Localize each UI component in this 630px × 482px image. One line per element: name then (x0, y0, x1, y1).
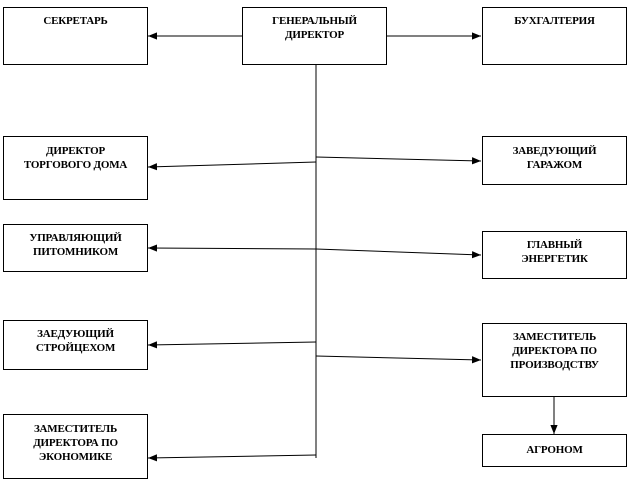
node-garage-head: ЗАВЕДУЮЩИЙ ГАРАЖОМ (482, 136, 627, 185)
node-nursery-manager: УПРАВЛЯЮЩИЙ ПИТОМНИКОМ (3, 224, 148, 272)
node-deputy-production-label: ЗАМЕСТИТЕЛЬ ДИРЕКТОРА ПО ПРОИЗВОДСТВУ (510, 331, 599, 371)
node-deputy-production: ЗАМЕСТИТЕЛЬ ДИРЕКТОРА ПО ПРОИЗВОДСТВУ (482, 323, 627, 397)
node-general-director-label: ГЕНЕРАЛЬНЫЙ ДИРЕКТОР (272, 15, 357, 41)
edge-gd-torg (147, 161, 317, 171)
node-agronomist: АГРОНОМ (482, 434, 627, 467)
node-deputy-economics: ЗАМЕСТИТЕЛЬ ДИРЕКТОРА ПО ЭКОНОМИКЕ (3, 414, 148, 479)
node-agronomist-label: АГРОНОМ (526, 444, 583, 456)
node-secretary: СЕКРЕТАРЬ (3, 7, 148, 65)
node-secretary-label: СЕКРЕТАРЬ (43, 15, 108, 27)
node-nursery-manager-label: УПРАВЛЯЮЩИЙ ПИТОМНИКОМ (29, 232, 122, 258)
node-construction-shop-head: ЗАЕДУЮЩИЙ СТРОЙЦЕХОМ (3, 320, 148, 370)
node-construction-shop-head-label: ЗАЕДУЮЩИЙ СТРОЙЦЕХОМ (35, 328, 116, 354)
node-trade-house-director: ДИРЕКТОР ТОРГОВОГО ДОМА (3, 136, 148, 200)
edge-gd-pitom (147, 244, 317, 252)
edge-gd-stroy (147, 341, 317, 349)
node-trade-house-director-label: ДИРЕКТОР ТОРГОВОГО ДОМА (23, 145, 128, 171)
edge-gd-garazh (315, 156, 482, 165)
node-accounting-label: БУХГАЛТЕРИЯ (514, 15, 595, 27)
node-accounting: БУХГАЛТЕРИЯ (482, 7, 627, 65)
edge-gd-proizv (315, 355, 482, 364)
node-deputy-economics-label: ЗАМЕСТИТЕЛЬ ДИРЕКТОРА ПО ЭКОНОМИКЕ (33, 423, 118, 463)
edge-gd-energ (315, 248, 482, 259)
node-chief-power-engineer-label: ГЛАВНЫЙ ЭНЕРГЕТИК (521, 239, 588, 265)
node-general-director: ГЕНЕРАЛЬНЫЙ ДИРЕКТОР (242, 7, 387, 65)
node-garage-head-label: ЗАВЕДУЮЩИЙ ГАРАЖОМ (512, 145, 597, 171)
edge-gd-econ (147, 454, 317, 462)
node-chief-power-engineer: ГЛАВНЫЙ ЭНЕРГЕТИК (482, 231, 627, 279)
